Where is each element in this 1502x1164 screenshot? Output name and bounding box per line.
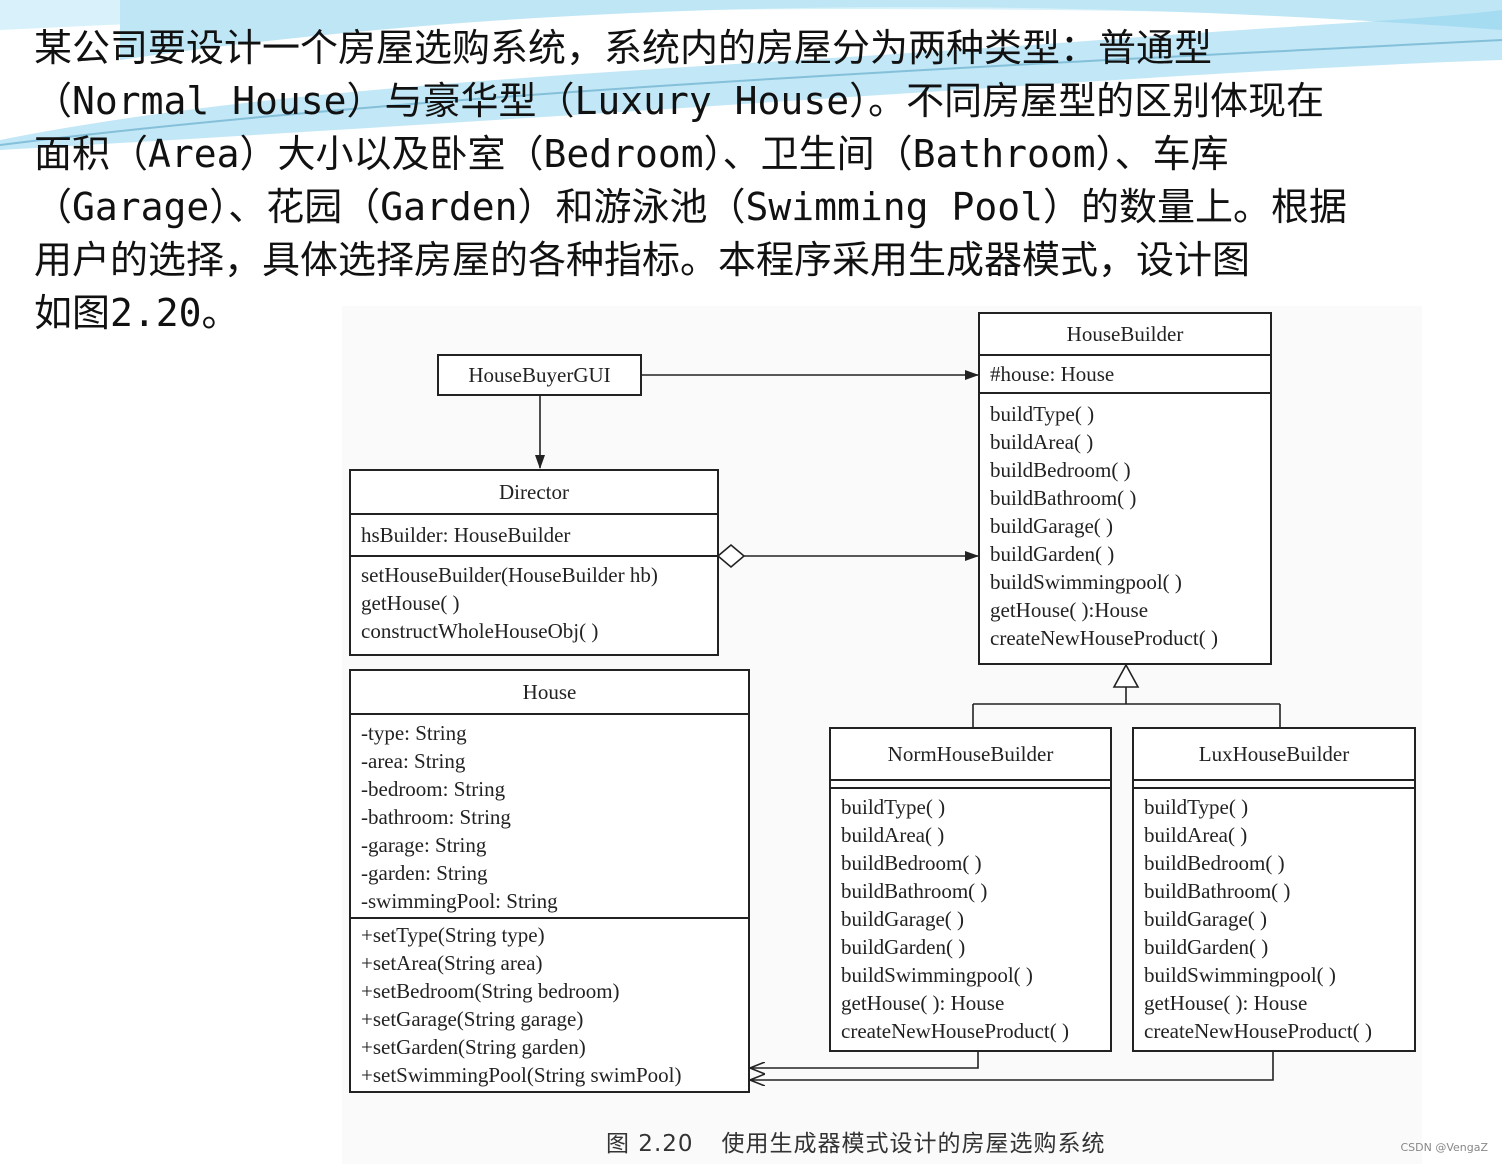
methods-section: buildType( ) buildArea( ) buildBedroom( … bbox=[831, 789, 1110, 1045]
method: getHouse( ): House bbox=[1144, 991, 1308, 1015]
method: buildGarden( ) bbox=[1144, 935, 1269, 959]
intro-line: 某公司要设计一个房屋选购系统，系统内的房屋分为两种类型：普通型 bbox=[34, 26, 1213, 70]
intro-line: （Normal House）与豪华型（Luxury House）。不同房屋型的区… bbox=[34, 79, 1325, 123]
methods-section: setHouseBuilder(HouseBuilder hb) getHous… bbox=[351, 557, 717, 645]
class-normhousebuilder: NormHouseBuilder buildType( ) buildArea(… bbox=[829, 727, 1112, 1052]
attributes-section: -type: String -area: String -bedroom: St… bbox=[351, 715, 748, 919]
attributes-section: hsBuilder: HouseBuilder bbox=[351, 515, 717, 557]
attribute: #house: House bbox=[990, 362, 1115, 386]
class-director: Director hsBuilder: HouseBuilder setHous… bbox=[349, 469, 719, 656]
attribute: -bedroom: String bbox=[361, 777, 506, 801]
methods-section: buildType( ) buildArea( ) buildBedroom( … bbox=[980, 394, 1270, 652]
intro-line: 如图2.20。 bbox=[34, 291, 240, 335]
class-name: LuxHouseBuilder bbox=[1134, 729, 1414, 781]
method: +setArea(String area) bbox=[361, 951, 543, 975]
method: buildBathroom( ) bbox=[1144, 879, 1291, 903]
method: +setGarage(String garage) bbox=[361, 1007, 584, 1031]
method: buildBedroom( ) bbox=[1144, 851, 1285, 875]
method: createNewHouseProduct( ) bbox=[841, 1019, 1069, 1043]
attribute: -garden: String bbox=[361, 861, 488, 885]
method: +setBedroom(String bedroom) bbox=[361, 979, 620, 1003]
method: buildGarden( ) bbox=[990, 542, 1115, 566]
header-wave-decoration bbox=[0, 0, 1502, 150]
attribute: -swimmingPool: String bbox=[361, 889, 558, 913]
attributes-section: #house: House bbox=[980, 356, 1270, 394]
intro-line: 面积（Area）大小以及卧室（Bedroom）、卫生间（Bathroom）、车库 bbox=[34, 132, 1229, 176]
class-house: House -type: String -area: String -bedro… bbox=[349, 669, 750, 1093]
method: buildGarage( ) bbox=[990, 514, 1114, 538]
method: createNewHouseProduct( ) bbox=[990, 626, 1218, 650]
method: buildGarage( ) bbox=[841, 907, 965, 931]
intro-paragraph: 某公司要设计一个房屋选购系统，系统内的房屋分为两种类型：普通型 （Normal … bbox=[34, 22, 1484, 340]
method: buildArea( ) bbox=[1144, 823, 1248, 847]
methods-section: buildType( ) buildArea( ) buildBedroom( … bbox=[1134, 789, 1414, 1045]
class-housebuilder: HouseBuilder #house: House buildType( ) … bbox=[978, 312, 1272, 665]
methods-section: +setType(String type) +setArea(String ar… bbox=[351, 919, 748, 1089]
class-name: HouseBuyerGUI bbox=[468, 363, 611, 387]
method: buildGarden( ) bbox=[841, 935, 966, 959]
watermark: CSDN @VengaZ bbox=[1400, 1141, 1488, 1154]
method: buildSwimmingpool( ) bbox=[841, 963, 1033, 987]
method: +setGarden(String garden) bbox=[361, 1035, 586, 1059]
attribute: -area: String bbox=[361, 749, 466, 773]
method: getHouse( ) bbox=[361, 591, 460, 615]
attribute: -type: String bbox=[361, 721, 467, 745]
method: buildBathroom( ) bbox=[841, 879, 988, 903]
method: buildArea( ) bbox=[990, 430, 1094, 454]
attributes-section-empty bbox=[831, 781, 1110, 789]
class-name: HouseBuilder bbox=[980, 314, 1270, 356]
intro-line: （Garage）、花园（Garden）和游泳池（Swimming Pool）的数… bbox=[34, 185, 1347, 229]
attributes-section-empty bbox=[1134, 781, 1414, 789]
method: buildBedroom( ) bbox=[841, 851, 982, 875]
figure-caption: 图 2.20 使用生成器模式设计的房屋选购系统 bbox=[606, 1124, 1134, 1158]
method: buildArea( ) bbox=[841, 823, 945, 847]
method: buildSwimmingpool( ) bbox=[990, 570, 1182, 594]
method: constructWholeHouseObj( ) bbox=[361, 619, 599, 643]
method: buildSwimmingpool( ) bbox=[1144, 963, 1336, 987]
intro-line: 用户的选择，具体选择房屋的各种指标。本程序采用生成器模式，设计图 bbox=[34, 238, 1251, 282]
class-name: House bbox=[351, 671, 748, 715]
figure-number: 图 2.20 bbox=[606, 1131, 694, 1157]
method: +setSwimmingPool(String swimPool) bbox=[361, 1063, 682, 1087]
method: createNewHouseProduct( ) bbox=[1144, 1019, 1372, 1043]
method: buildType( ) bbox=[990, 402, 1095, 426]
class-luxhousebuilder: LuxHouseBuilder buildType( ) buildArea( … bbox=[1132, 727, 1416, 1052]
attribute: -garage: String bbox=[361, 833, 487, 857]
class-name: NormHouseBuilder bbox=[831, 729, 1110, 781]
method: buildBathroom( ) bbox=[990, 486, 1137, 510]
method: buildGarage( ) bbox=[1144, 907, 1268, 931]
class-housebuyergui: HouseBuyerGUI bbox=[437, 354, 642, 396]
method: getHouse( ): House bbox=[841, 991, 1005, 1015]
method: buildType( ) bbox=[841, 795, 946, 819]
figure-title: 使用生成器模式设计的房屋选购系统 bbox=[721, 1131, 1106, 1157]
method: getHouse( ):House bbox=[990, 598, 1149, 622]
method: buildType( ) bbox=[1144, 795, 1249, 819]
method: buildBedroom( ) bbox=[990, 458, 1131, 482]
attribute: hsBuilder: HouseBuilder bbox=[361, 523, 571, 547]
method: +setType(String type) bbox=[361, 923, 545, 947]
method: setHouseBuilder(HouseBuilder hb) bbox=[361, 563, 658, 587]
class-name: Director bbox=[351, 471, 717, 515]
attribute: -bathroom: String bbox=[361, 805, 511, 829]
